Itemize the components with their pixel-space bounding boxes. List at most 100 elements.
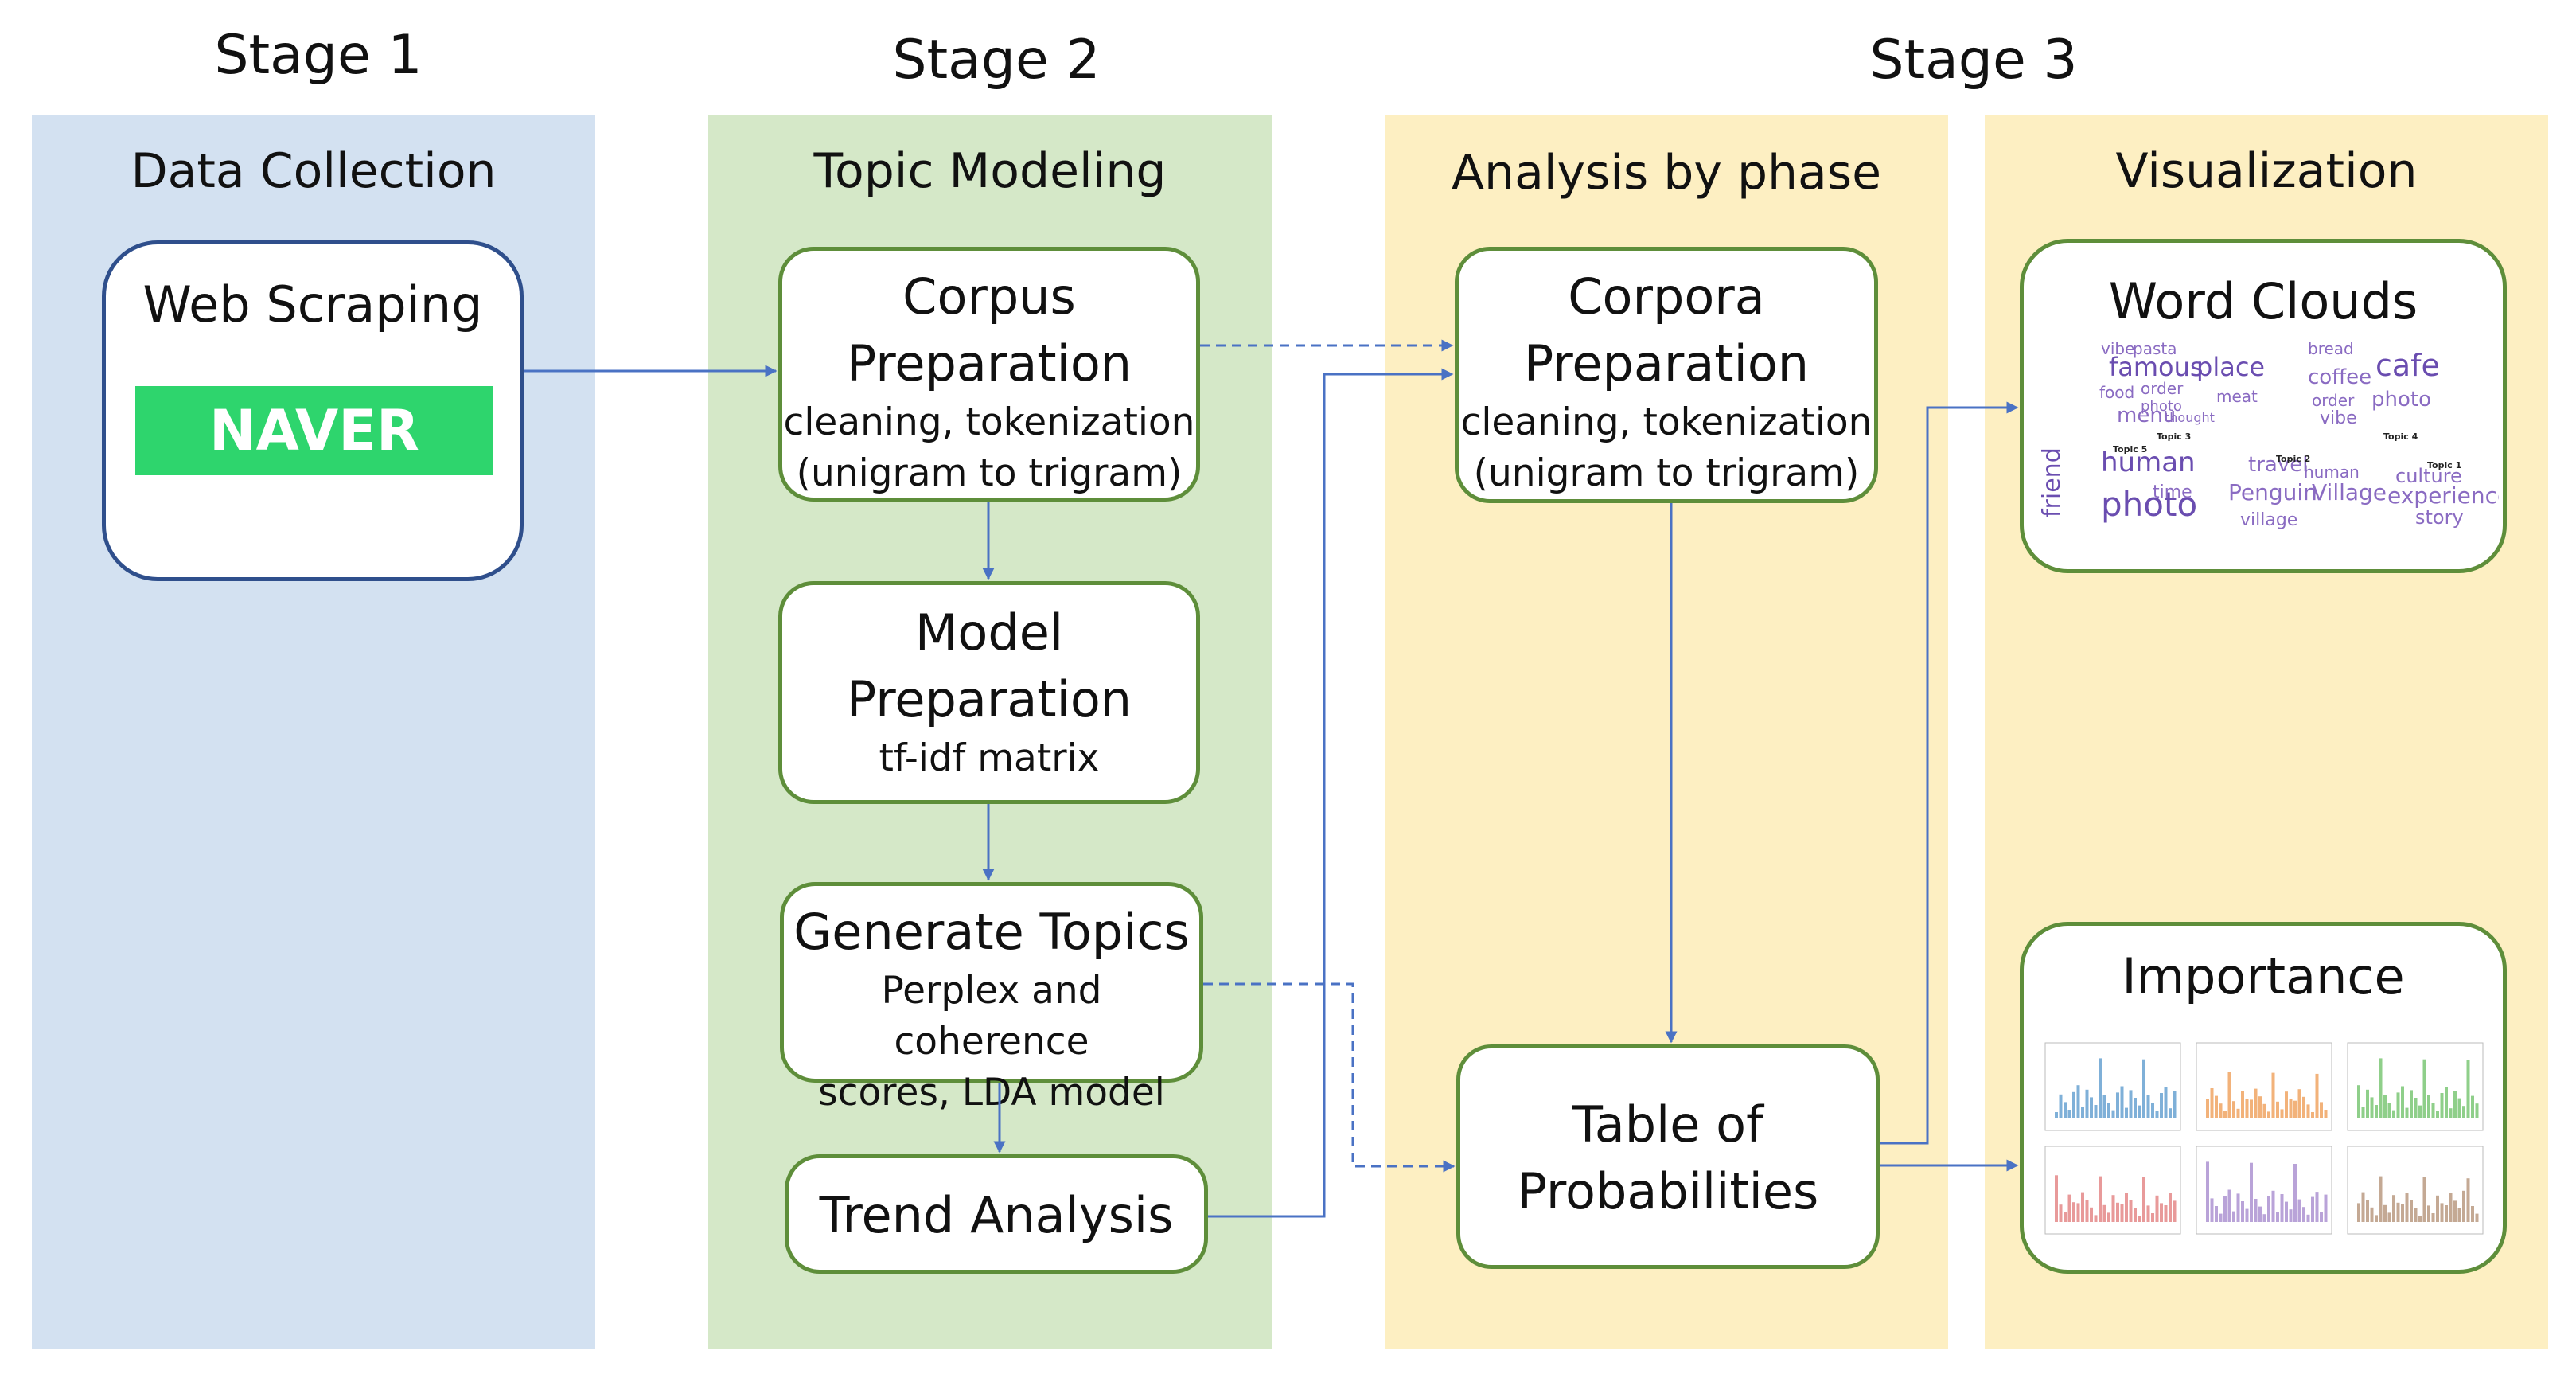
importance-mini-bar: [2160, 1093, 2163, 1118]
importance-mini-bar: [2427, 1205, 2430, 1222]
importance-mini-bar: [2280, 1109, 2284, 1118]
wc-topic-label: Topic 2: [2276, 454, 2310, 464]
importance-mini-bar: [2059, 1204, 2063, 1222]
importance-mini-bar: [2324, 1110, 2328, 1118]
importance-mini-bar: [2160, 1203, 2163, 1222]
importance-mini-bar: [2241, 1091, 2244, 1118]
importance-mini-bar: [2116, 1092, 2119, 1118]
importance-mini-bar: [2324, 1194, 2328, 1222]
corpus-prep-line1: Corpus: [902, 267, 1076, 326]
wc-word: travel: [2248, 453, 2308, 477]
importance-mini-bar: [2471, 1095, 2474, 1118]
importance-mini-bar: [2125, 1107, 2128, 1118]
importance-mini-bar: [2410, 1090, 2413, 1118]
importance-mini-bar: [2379, 1176, 2383, 1222]
importance-mini-bar: [2250, 1162, 2253, 1222]
importance-mini-bar: [2102, 1095, 2106, 1118]
importance-mini-bar: [2387, 1103, 2391, 1118]
importance-mini-bar: [2445, 1087, 2448, 1118]
importance-mini-bar: [2392, 1110, 2395, 1118]
importance-mini-bar: [2262, 1214, 2266, 1222]
generate-topics-sub2: scores, LDA model: [818, 1071, 1165, 1115]
corpus-prep-sub2: (unigram to trigram): [796, 451, 1183, 495]
importance-mini-bar: [2457, 1208, 2461, 1222]
importance-mini-chart: [2196, 1042, 2332, 1131]
importance-mini-bar: [2449, 1193, 2453, 1222]
importance-mini-bar: [2276, 1212, 2279, 1222]
table-of-probabilities-box: Table of Probabilities: [1456, 1044, 1880, 1269]
importance-mini-bar: [2410, 1200, 2413, 1222]
wc-topic-label: Topic 4: [2383, 431, 2418, 442]
importance-mini-bar: [2262, 1103, 2266, 1118]
importance-mini-bar: [2440, 1093, 2444, 1118]
corpora-preparation-box: Corpora Preparation cleaning, tokenizati…: [1455, 247, 1878, 503]
model-preparation-box: Model Preparation tf-idf matrix: [778, 581, 1200, 804]
importance-mini-chart: [2044, 1042, 2181, 1131]
importance-mini-bar: [2422, 1177, 2426, 1222]
importance-mini-bar: [2223, 1111, 2227, 1118]
importance-mini-bar: [2387, 1212, 2391, 1222]
importance-mini-bar: [2134, 1208, 2137, 1222]
importance-mini-bar: [2401, 1204, 2404, 1222]
importance-mini-bar: [2475, 1103, 2479, 1118]
importance-mini-bar: [2236, 1193, 2240, 1222]
stage-1-title: Stage 1: [214, 24, 423, 87]
generate-topics-box: Generate Topics Perplex and coherence sc…: [780, 882, 1203, 1115]
importance-mini-bar: [2107, 1103, 2110, 1118]
importance-mini-bar: [2315, 1192, 2319, 1222]
importance-mini-chart: [2347, 1146, 2484, 1235]
importance-mini-bar: [2164, 1205, 2168, 1222]
importance-mini-bar: [2120, 1204, 2124, 1222]
importance-mini-bar: [2289, 1209, 2293, 1222]
importance-mini-chart: [2044, 1146, 2181, 1235]
importance-mini-bar: [2285, 1091, 2288, 1118]
importance-mini-bar: [2219, 1103, 2223, 1118]
wc-word: experience: [2387, 482, 2499, 509]
importance-mini-bar: [2418, 1216, 2422, 1222]
importance-mini-bar: [2076, 1085, 2080, 1118]
arrow-topics-to-table: [1203, 982, 1456, 1173]
importance-mini-bar: [2142, 1059, 2145, 1118]
wc-word: human: [2304, 463, 2360, 482]
importance-mini-bar: [2151, 1213, 2154, 1222]
importance-mini-bar: [2067, 1110, 2071, 1118]
importance-mini-chart: [2347, 1042, 2484, 1131]
web-scraping-label: Web Scraping: [142, 275, 483, 334]
importance-mini-bar: [2302, 1207, 2305, 1222]
importance-mini-bar: [2466, 1060, 2470, 1118]
importance-mini-bar: [2293, 1100, 2297, 1118]
importance-mini-bar: [2293, 1164, 2297, 1222]
stage-3-title: Stage 3: [1869, 29, 2078, 92]
importance-mini-bar: [2206, 1099, 2209, 1118]
data-collection-title: Data Collection: [131, 143, 497, 199]
table-prob-line1: Table of: [1572, 1095, 1763, 1154]
importance-mini-bar: [2215, 1095, 2218, 1118]
importance-mini-bar: [2462, 1106, 2465, 1118]
importance-mini-bar: [2453, 1200, 2457, 1222]
importance-mini-bar: [2164, 1087, 2168, 1118]
importance-mini-bar: [2311, 1112, 2314, 1118]
importance-mini-bar: [2206, 1161, 2209, 1222]
importance-mini-bar: [2169, 1108, 2172, 1118]
importance-mini-bar: [2375, 1105, 2378, 1118]
importance-mini-bar: [2370, 1207, 2374, 1222]
corpora-prep-line2: Preparation: [1523, 334, 1810, 392]
trend-analysis-box: Trend Analysis: [785, 1154, 1208, 1274]
importance-mini-bar: [2111, 1110, 2115, 1118]
importance-mini-bar: [2267, 1196, 2270, 1222]
importance-mini-bar: [2361, 1107, 2365, 1118]
wc-word: photo: [2371, 388, 2431, 412]
importance-mini-bar: [2102, 1204, 2106, 1222]
importance-mini-bar: [2215, 1206, 2218, 1222]
importance-mini-bar: [2276, 1101, 2279, 1118]
generate-topics-line1: Generate Topics: [793, 903, 1190, 961]
wc-topic-label: Topic 3: [2157, 431, 2191, 442]
stage-2-title: Stage 2: [892, 29, 1101, 92]
word-clouds-label: Word Clouds: [2108, 272, 2418, 330]
importance-mini-bar: [2081, 1107, 2084, 1118]
corpus-prep-line2: Preparation: [846, 334, 1132, 392]
wc-word: coffee: [2308, 365, 2371, 389]
importance-mini-bar: [2271, 1072, 2275, 1118]
importance-mini-bar: [2094, 1215, 2098, 1222]
importance-mini-bar: [2271, 1190, 2275, 1222]
